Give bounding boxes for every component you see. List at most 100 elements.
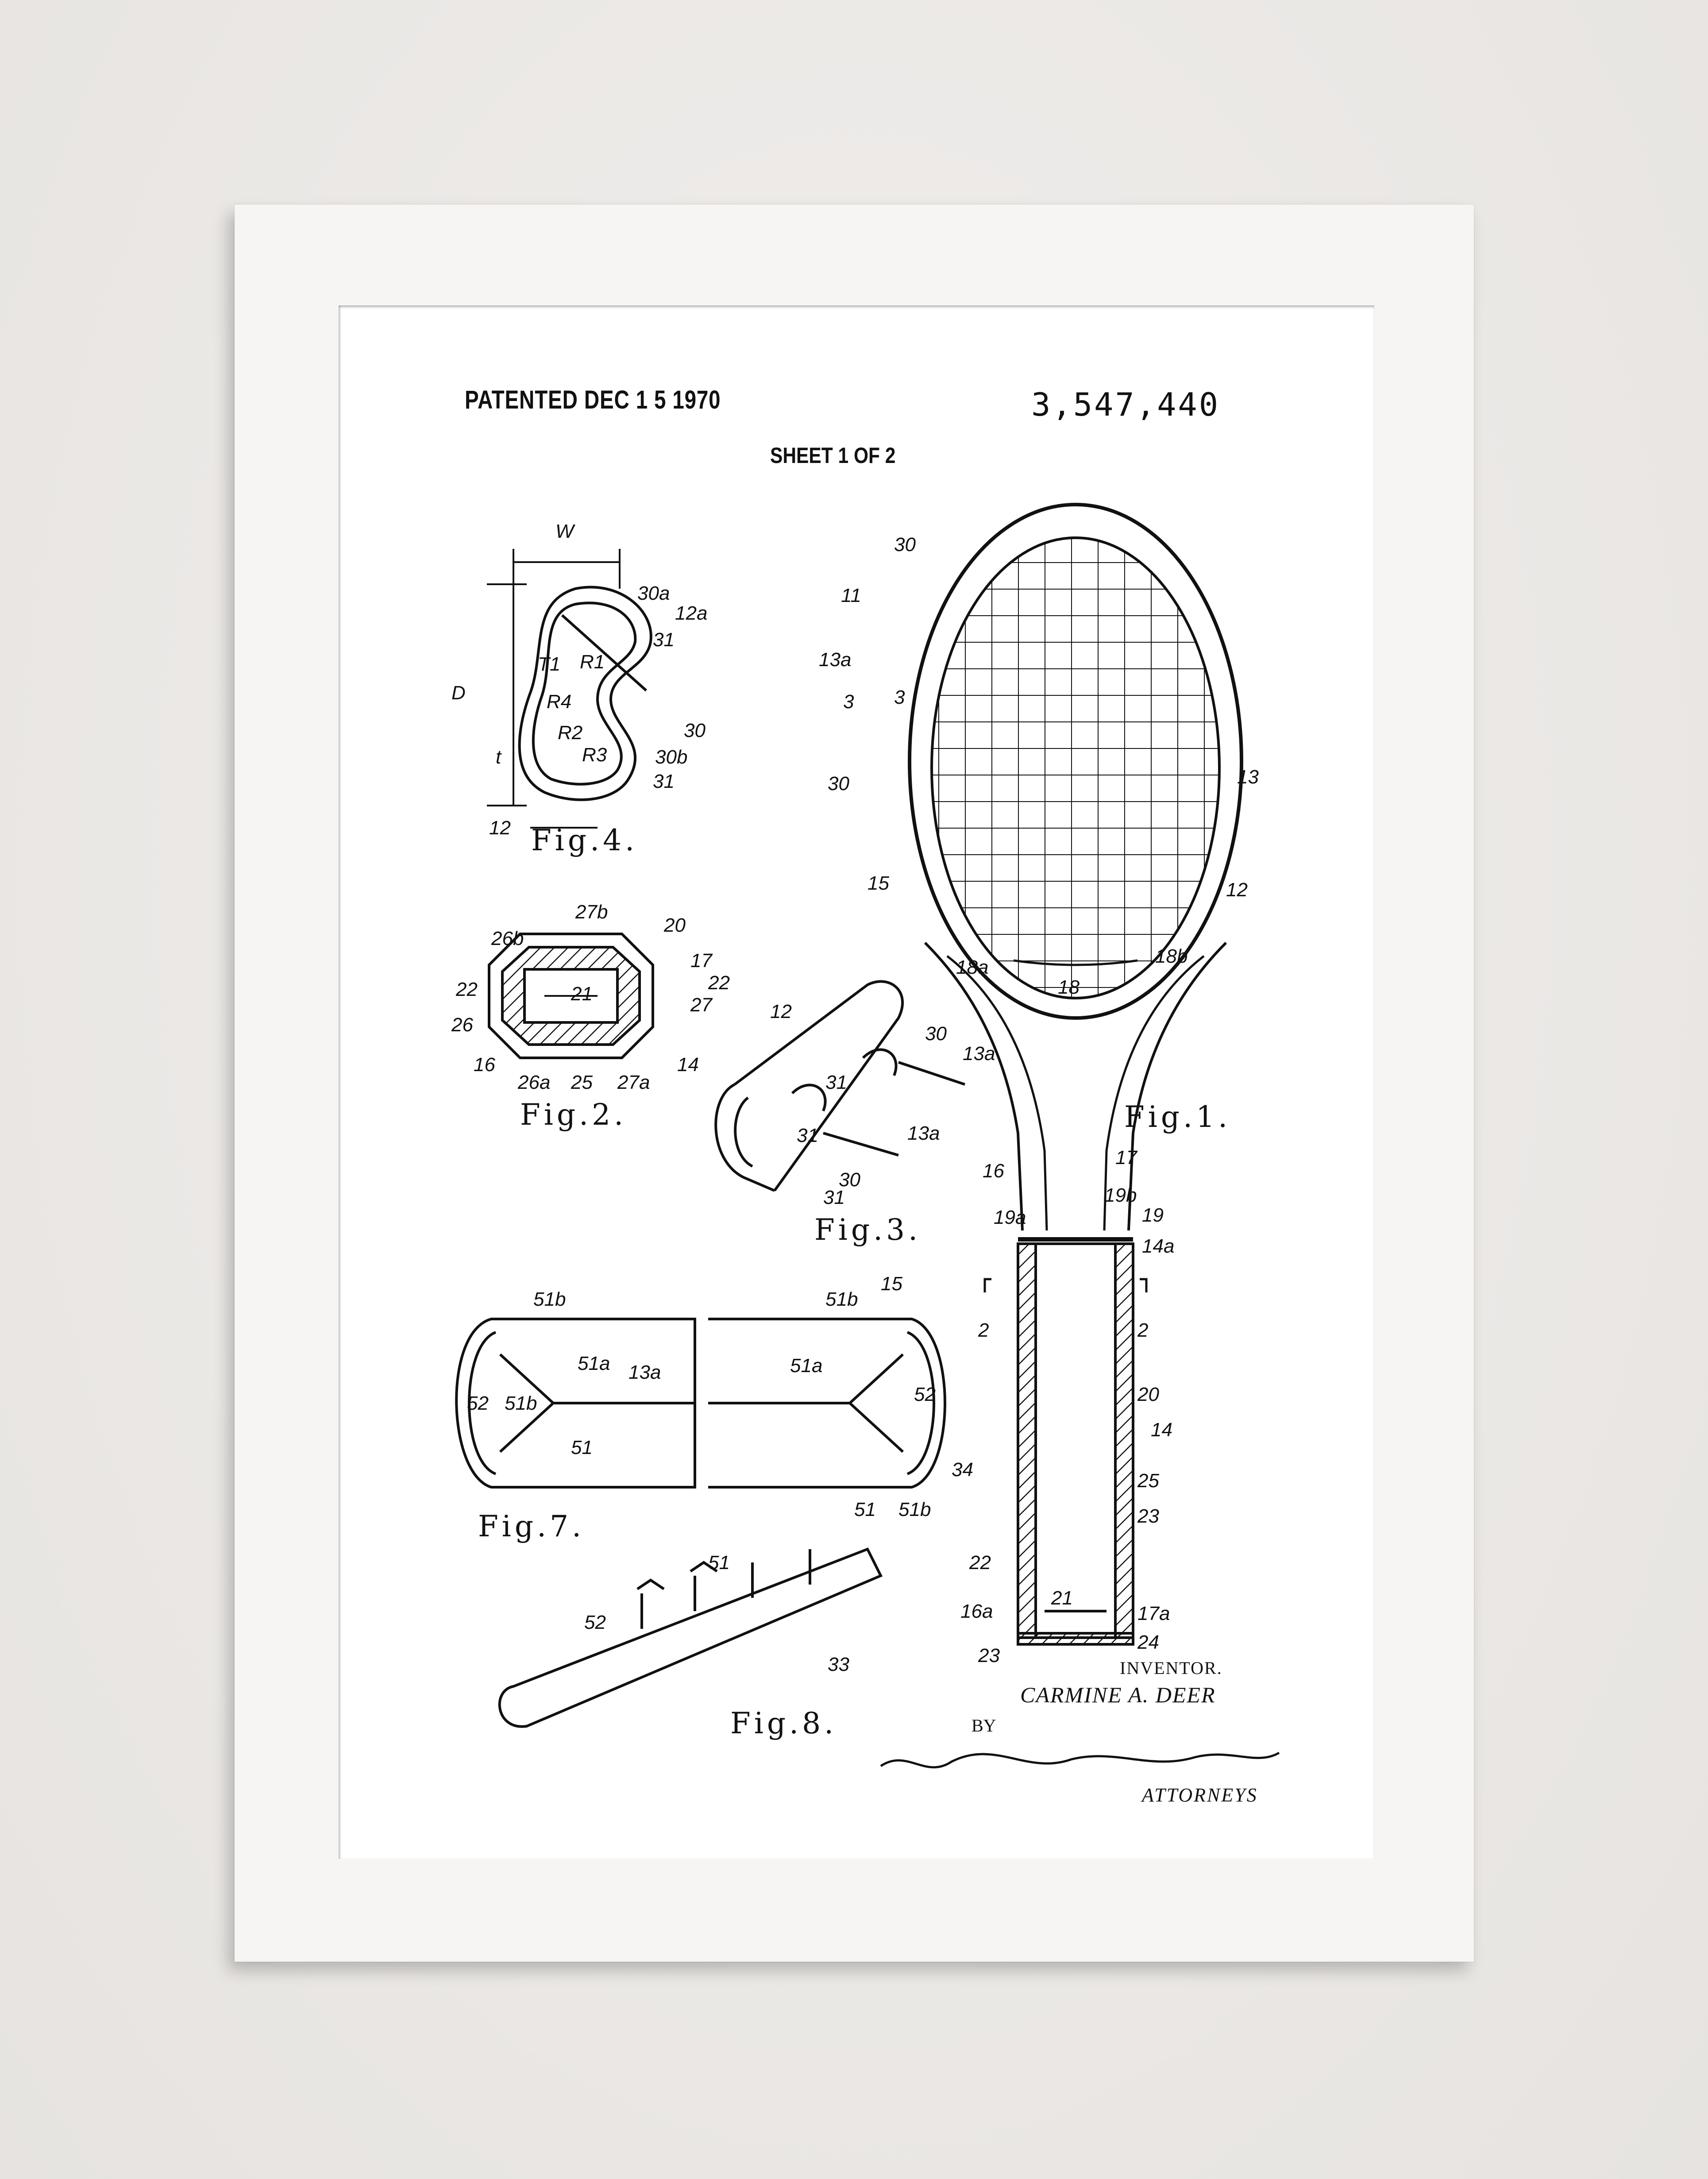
fig1-racket-drawing	[908, 503, 1243, 1646]
throat-right	[1127, 941, 1227, 1231]
throat-left	[924, 941, 1024, 1231]
ref-label: 51b	[505, 1392, 537, 1414]
ref-label: R2	[558, 722, 582, 744]
ref-label: 26a	[517, 1072, 550, 1093]
ref-label: 25	[1137, 1470, 1159, 1492]
ref-label: 2	[1137, 1319, 1148, 1341]
ref-label: 27a	[617, 1072, 650, 1093]
ref-label: 51	[708, 1552, 730, 1574]
ref-label: 13a	[819, 649, 851, 671]
ref-label: 52	[584, 1612, 606, 1633]
ref-label: 26b	[491, 928, 524, 949]
ref-label: 3	[843, 691, 854, 713]
by-label: BY	[972, 1716, 996, 1735]
ref-label: 18b	[1155, 945, 1188, 967]
ref-label: 30b	[655, 746, 687, 768]
patent-print	[339, 305, 1374, 1859]
ref-label: 52	[914, 1384, 936, 1405]
ref-label: 18a	[956, 956, 988, 978]
ref-label: 30	[828, 773, 849, 794]
ref-label: 14	[677, 1054, 699, 1076]
ref-label: 30	[839, 1169, 860, 1191]
patented-date: PATENTED DEC 1 5 1970	[465, 386, 721, 414]
ref-label: 31	[823, 1187, 845, 1208]
ref-label: 26	[451, 1014, 473, 1036]
fig7-section-drawing	[455, 1318, 946, 1489]
ref-label: 30	[925, 1023, 947, 1045]
fig7-label: Fig.7.	[478, 1509, 585, 1543]
ref-label: 13a	[907, 1122, 940, 1144]
ref-label: 15	[881, 1273, 902, 1295]
ref-label: 16	[983, 1160, 1004, 1182]
sheet-label: SHEET 1 OF 2	[770, 443, 896, 468]
ref-label: 15	[867, 872, 889, 894]
ref-label: 22	[708, 972, 730, 994]
fig8-perspective-drawing	[498, 1547, 883, 1728]
fig1-label: Fig.1.	[1124, 1100, 1231, 1134]
ref-label: W	[555, 521, 575, 542]
ref-label: 52	[467, 1392, 489, 1414]
ref-label: 13a	[963, 1043, 995, 1064]
ref-label: 20	[663, 914, 686, 936]
ref-label: 30a	[637, 582, 670, 604]
ref-label: 18	[1058, 976, 1080, 998]
fig3-label: Fig.3.	[814, 1213, 921, 1247]
ref-label: 25	[571, 1072, 593, 1093]
ref-label: 21	[1051, 1587, 1073, 1609]
ref-label: 51a	[578, 1353, 610, 1374]
ref-label: 51b	[898, 1499, 931, 1520]
ref-label: 51a	[790, 1355, 822, 1377]
ref-label: T1	[538, 653, 560, 675]
ref-label: 51	[571, 1437, 593, 1458]
ref-label: 31	[825, 1072, 847, 1093]
fig2-section-drawing	[488, 933, 654, 1059]
ref-label: 51b	[533, 1288, 566, 1310]
fig4-section-drawing	[487, 549, 652, 829]
ref-label: 19a	[994, 1207, 1026, 1228]
ref-label: R3	[582, 744, 607, 766]
ref-label: 23	[978, 1645, 1000, 1666]
ref-label: 27	[690, 994, 713, 1016]
attorney-signature	[880, 1751, 1280, 1769]
ref-label: 17	[690, 950, 713, 972]
fig3-perspective-drawing	[714, 980, 965, 1192]
ref-label: 12a	[675, 602, 707, 624]
ref-label: 20	[1137, 1384, 1159, 1405]
ref-label: R1	[580, 651, 605, 673]
ref-label: 13	[1237, 766, 1259, 788]
ref-label: 17	[1115, 1147, 1137, 1169]
ref-label: 22	[969, 1552, 991, 1574]
attorneys-label: ATTORNEYS	[1142, 1784, 1258, 1806]
ref-label: 17a	[1137, 1603, 1170, 1624]
ref-label: R4	[547, 691, 571, 713]
ref-label: 11	[841, 585, 861, 606]
fig4-label: Fig.4.	[531, 823, 638, 857]
ref-label: 2	[978, 1319, 989, 1341]
fig2-label: Fig.2.	[520, 1098, 627, 1132]
inventor-heading: INVENTOR.	[1120, 1658, 1222, 1678]
ref-label: 34	[952, 1459, 973, 1481]
ref-label: 24	[1137, 1631, 1159, 1653]
racket-strings	[932, 538, 1219, 998]
ref-label: 14a	[1142, 1235, 1174, 1257]
ref-label: 31	[653, 771, 675, 792]
ref-label: 30	[894, 534, 916, 555]
ref-label: 27b	[575, 901, 608, 923]
fig8-label: Fig.8.	[730, 1706, 837, 1740]
ref-label: 33	[828, 1654, 849, 1675]
fig7-left-segment	[455, 1318, 696, 1489]
ref-label: 31	[797, 1125, 818, 1146]
ref-label: 22	[455, 979, 478, 1000]
fig4-outer-profile	[518, 586, 652, 801]
ref-label: 13a	[628, 1361, 661, 1383]
ref-label: 19b	[1104, 1184, 1137, 1206]
ref-label: 51	[854, 1499, 876, 1520]
ref-label: 14	[1151, 1419, 1172, 1441]
ref-label: 19	[1142, 1204, 1164, 1226]
racket-frame-outer	[908, 503, 1243, 1020]
fig7-right-segment	[708, 1318, 946, 1489]
ref-label: 21	[571, 983, 593, 1005]
ref-label: 51b	[825, 1288, 858, 1310]
